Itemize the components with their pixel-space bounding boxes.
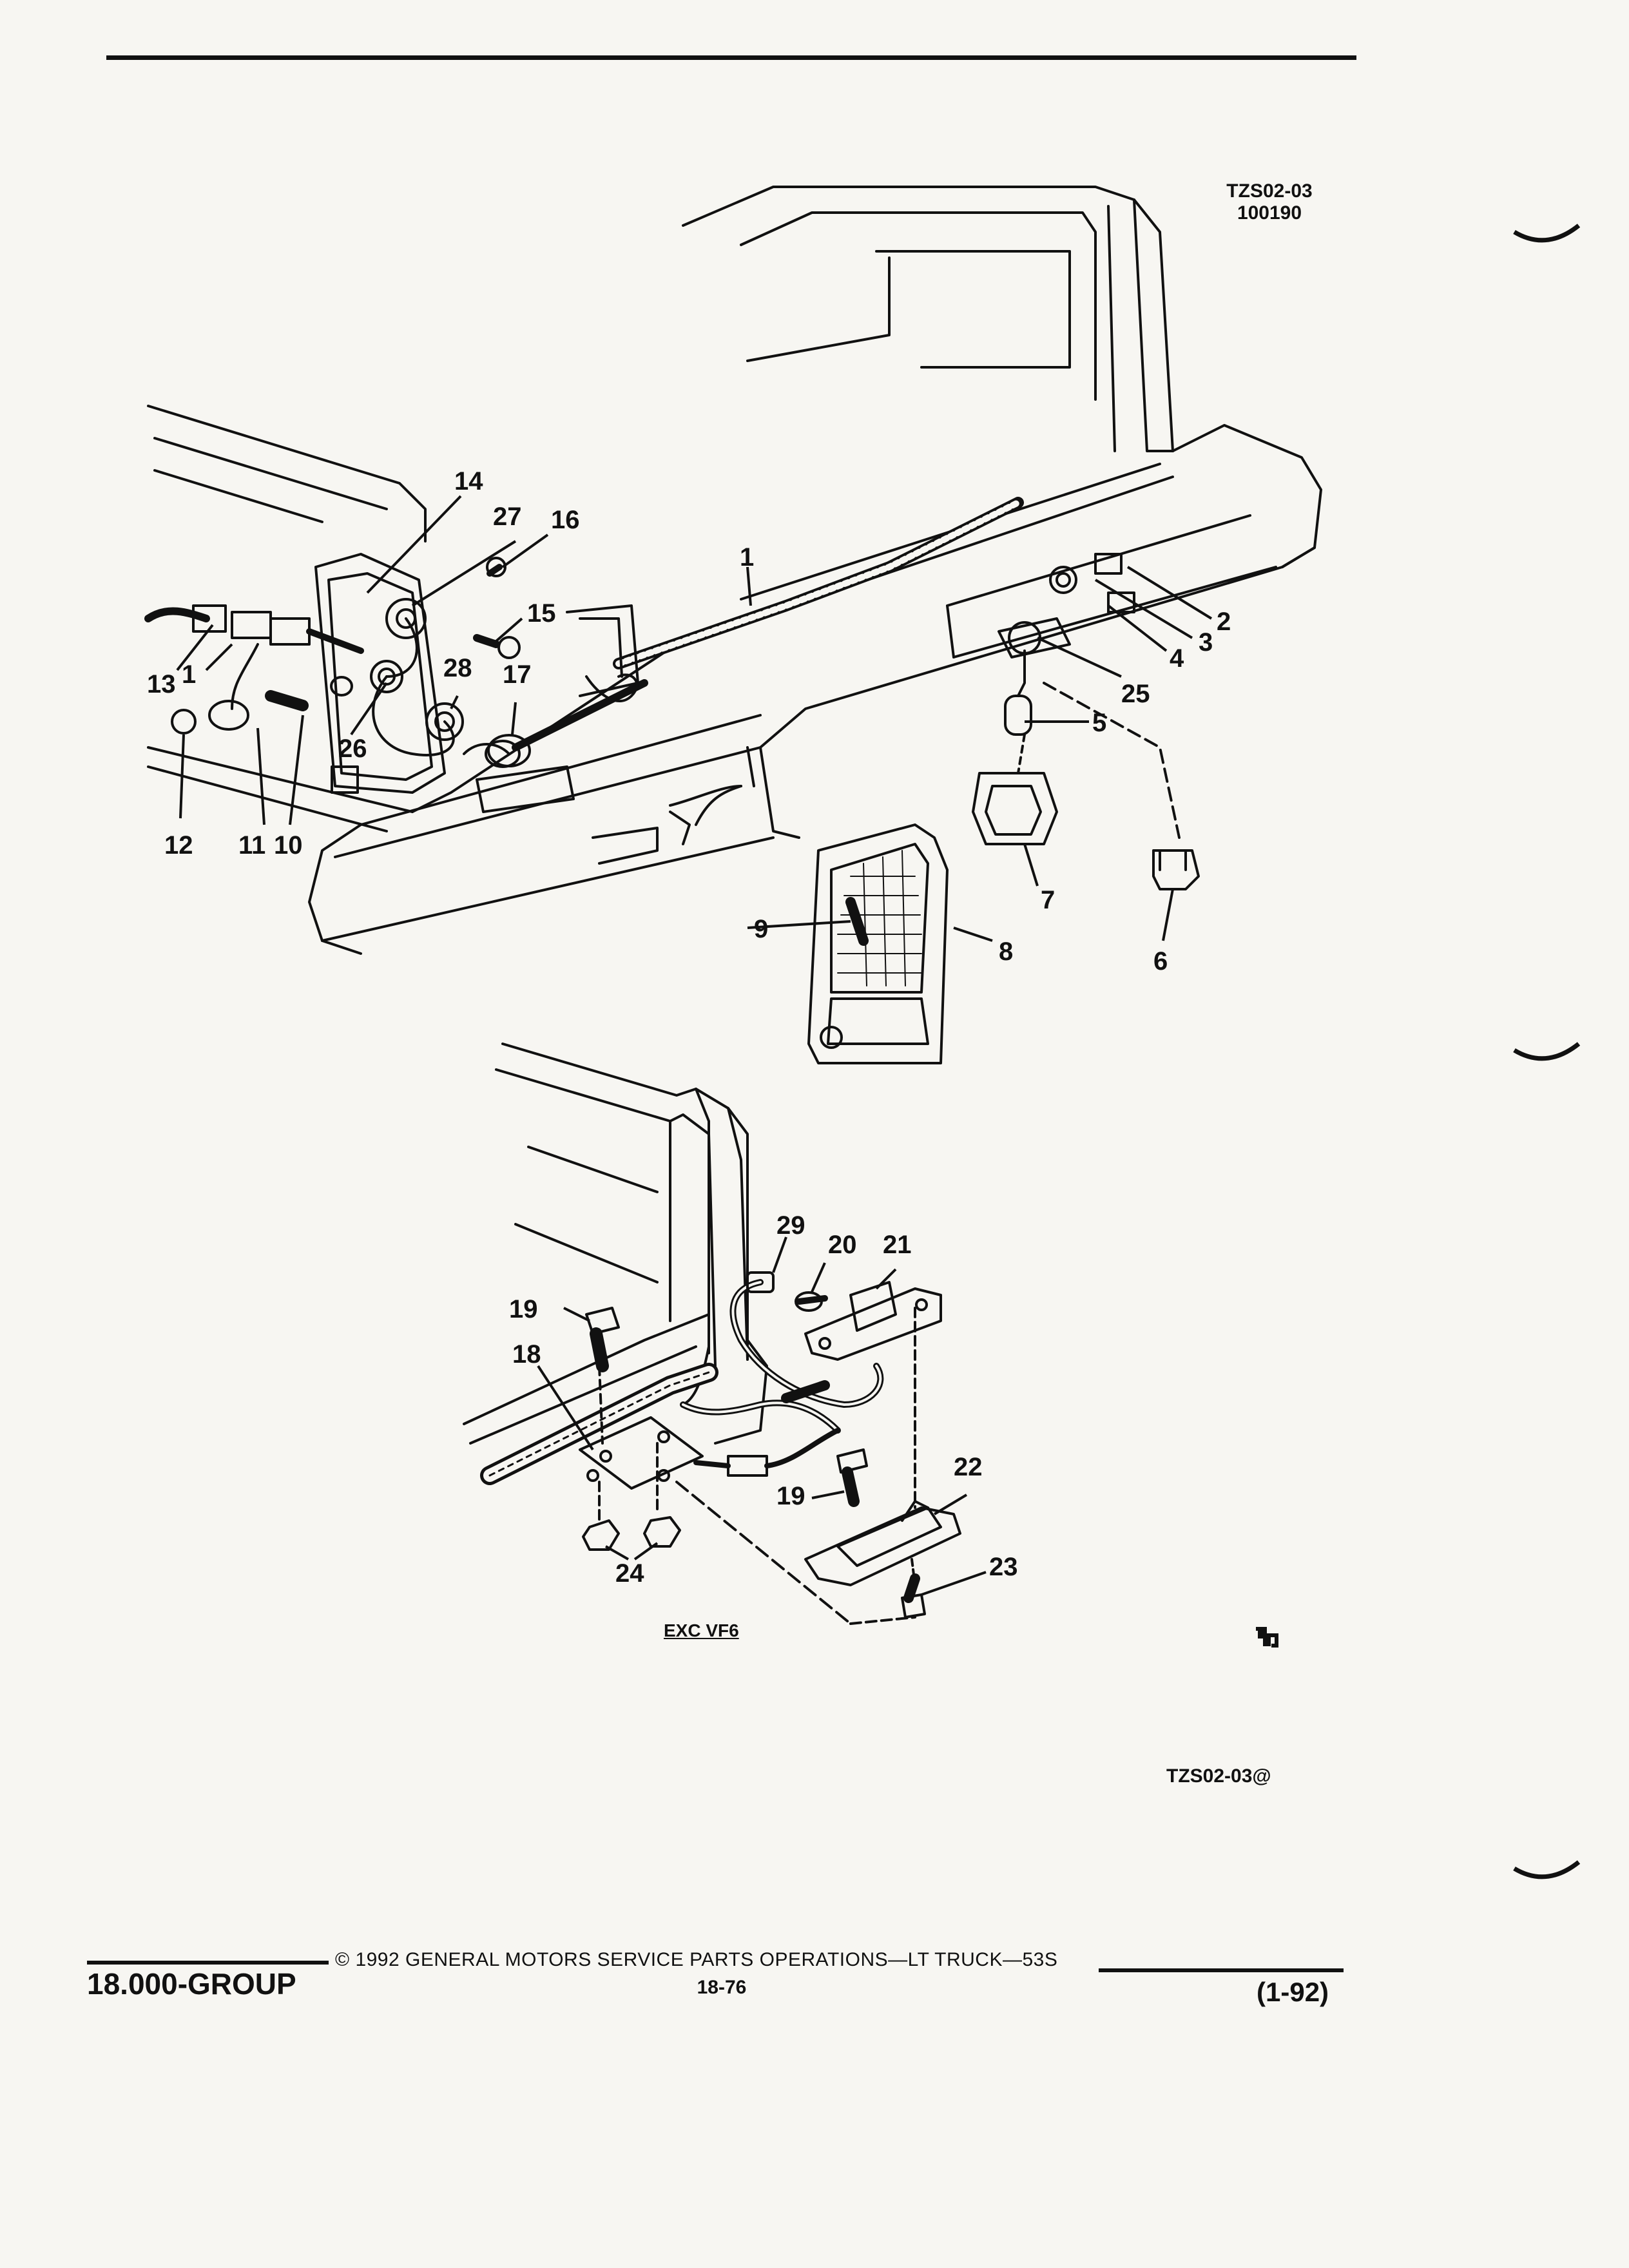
footer-page-number: 18-76	[697, 1977, 747, 1998]
callout-14: 14	[454, 467, 483, 495]
callout-7: 7	[1041, 886, 1055, 914]
gm-mark-icon	[1256, 1627, 1278, 1648]
footer-group: 18.000-GROUP	[87, 1967, 296, 2001]
callout-3: 3	[1199, 628, 1213, 657]
callout-8: 8	[999, 937, 1013, 966]
callout-20: 20	[828, 1231, 857, 1259]
callout-19-upper: 19	[509, 1295, 538, 1323]
variant-label: EXC VF6	[664, 1620, 739, 1640]
callout-10: 10	[274, 831, 303, 860]
callout-17: 17	[503, 660, 532, 689]
callout-23: 23	[989, 1553, 1018, 1581]
callout-1: 1	[740, 543, 754, 572]
callout-11: 11	[238, 831, 265, 860]
callout-5: 5	[1092, 709, 1106, 737]
callout-16: 16	[551, 506, 580, 534]
lower-assembly	[463, 1043, 961, 1625]
callout-leaders	[176, 495, 1213, 1596]
callout-26: 26	[338, 735, 367, 763]
callout-24: 24	[615, 1559, 644, 1588]
illustration-code: TZS02-03 100190	[1199, 180, 1340, 224]
callout-13: 13	[147, 670, 176, 698]
callout-21: 21	[883, 1231, 912, 1259]
callout-25: 25	[1121, 680, 1150, 708]
illustration-date-text: 100190	[1237, 202, 1302, 224]
callout-12: 12	[164, 831, 193, 860]
callout-9: 9	[754, 915, 768, 943]
top-rule	[106, 55, 1356, 60]
callout-19-lower: 19	[776, 1482, 805, 1510]
callout-2: 2	[1217, 608, 1231, 636]
binder-marks	[1513, 224, 1581, 1879]
callout-6: 6	[1153, 947, 1168, 975]
footer-revision: (1-92)	[1257, 1977, 1329, 2007]
figure-reference: TZS02-03@	[1166, 1765, 1271, 1787]
callout-29: 29	[776, 1211, 805, 1240]
upper-assembly	[144, 186, 1322, 1064]
footer-copyright: © 1992 GENERAL MOTORS SERVICE PARTS OPER…	[335, 1949, 1058, 1970]
illustration-code-text: TZS02-03	[1226, 180, 1313, 202]
callout-4: 4	[1170, 644, 1184, 673]
callout-18: 18	[512, 1340, 541, 1369]
footer-right-rule	[1099, 1968, 1344, 1972]
footer-left-rule	[87, 1961, 329, 1965]
callout-22: 22	[954, 1453, 983, 1481]
callout-27: 27	[493, 503, 522, 531]
callout-labels: 1 2 3 4 5 6 7 8 9 10 11 12 13 1 14 15 16…	[147, 467, 1231, 1588]
callout-15: 15	[527, 599, 556, 628]
callout-28: 28	[443, 654, 472, 682]
callout-1-left: 1	[182, 660, 196, 689]
